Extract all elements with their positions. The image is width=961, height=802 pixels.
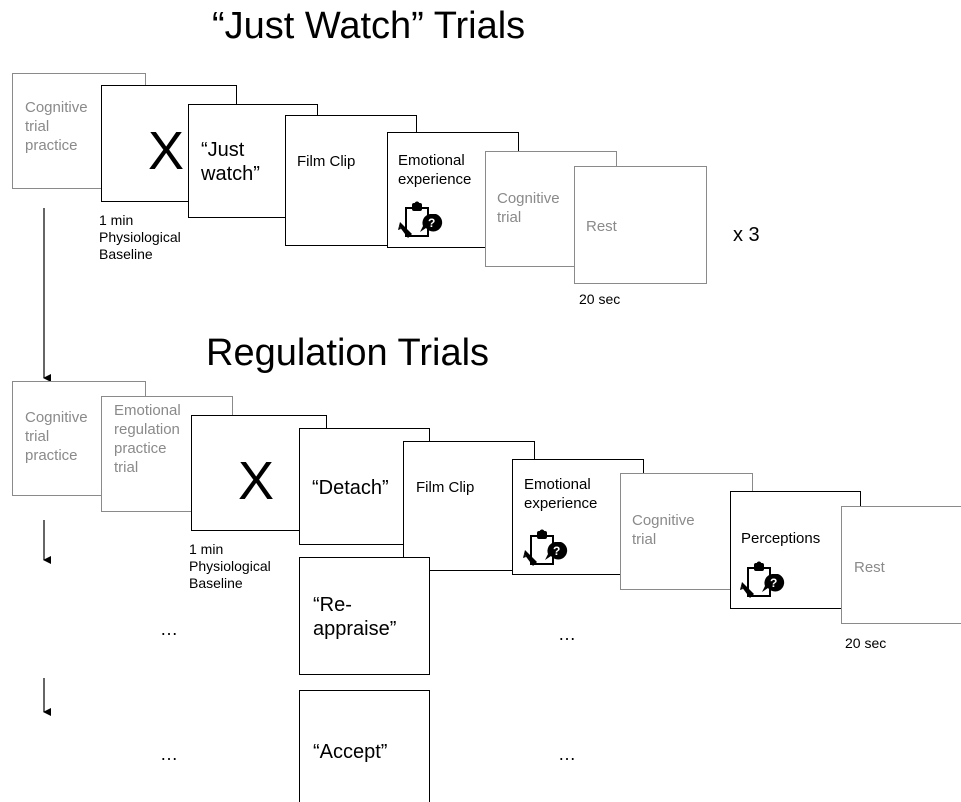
reappraise-instruction-card: “Re- appraise”	[299, 557, 430, 675]
questionnaire-icon: ?	[398, 201, 443, 238]
ellipsis-right-1: …	[558, 624, 577, 644]
rest-duration-bottom: 20 sec	[845, 635, 887, 651]
svg-text:?: ?	[428, 216, 435, 230]
accept-label: “Accept”	[313, 741, 388, 763]
baseline-note-top: 1 min Physiological Baseline	[99, 212, 181, 262]
ellipsis-left-1: …	[160, 619, 179, 639]
emotional-experience-label: Emotional experience	[398, 152, 472, 188]
cognitive-practice-label-bottom: Cognitive trial practice	[25, 409, 88, 464]
ellipsis-right-2: …	[558, 744, 577, 764]
baseline-note-bottom: 1 min Physiological Baseline	[189, 541, 271, 591]
questionnaire-icon: ?	[523, 529, 568, 566]
questionnaire-icon: ?	[740, 561, 785, 598]
just-watch-title: “Just Watch” Trials	[212, 5, 526, 47]
fixation-cross-bottom: X	[238, 451, 275, 511]
svg-text:?: ?	[770, 576, 777, 590]
cognitive-trial-label: Cognitive trial	[497, 190, 560, 226]
detach-label: “Detach”	[312, 477, 389, 499]
reappraise-label: “Re- appraise”	[313, 594, 397, 640]
regulation-title: Regulation Trials	[206, 332, 490, 374]
rest-card-top: Rest	[574, 166, 707, 284]
emotional-experience-label-bottom: Emotional experience	[524, 476, 598, 512]
regulation-practice-label: Emotional regulation practice trial	[114, 402, 181, 476]
svg-text:?: ?	[553, 544, 560, 558]
repeat-count: x 3	[733, 224, 760, 246]
rest-label: Rest	[586, 218, 617, 235]
film-clip-label-bottom: Film Clip	[416, 479, 475, 496]
cognitive-trial-label-bottom: Cognitive trial	[632, 512, 695, 548]
film-clip-label: Film Clip	[297, 153, 356, 170]
just-watch-instruction-label: “Just watch”	[201, 139, 260, 185]
fixation-cross: X	[148, 121, 185, 181]
rest-duration-top: 20 sec	[579, 291, 621, 307]
rest-card-bottom: Rest	[841, 506, 961, 624]
accept-instruction-card: “Accept”	[299, 690, 430, 802]
ellipsis-left-2: …	[160, 744, 179, 764]
cognitive-practice-label: Cognitive trial practice	[25, 99, 88, 154]
rest-label-bottom: Rest	[854, 559, 885, 576]
perceptions-label: Perceptions	[741, 530, 821, 547]
